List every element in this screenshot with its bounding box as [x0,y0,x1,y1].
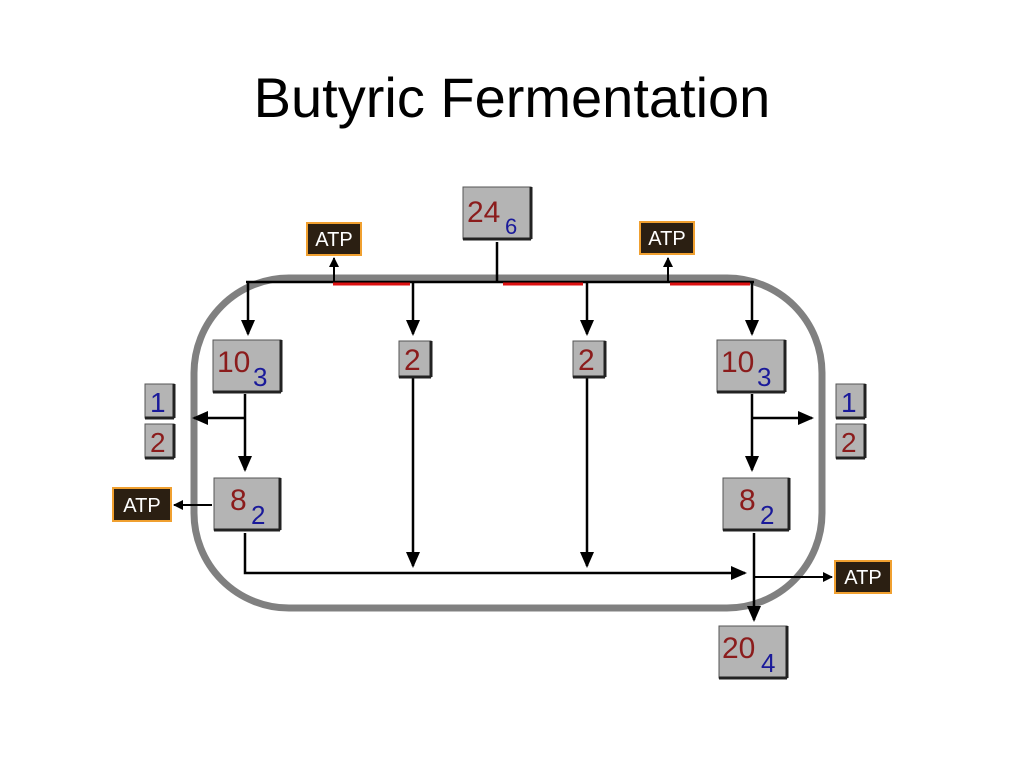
atp-top-right: ATP [639,221,695,255]
node-mid-right: 2 [572,340,607,379]
mid-left-main: 2 [404,344,421,377]
atp-right: ATP [834,560,892,594]
node-left-mid: 8 2 [213,477,282,532]
right-top-sub: 3 [757,362,771,392]
mid-right-main: 2 [578,344,595,377]
source-sub: 6 [505,214,517,239]
node-left-top: 10 3 [212,339,283,394]
atp-left: ATP [112,487,172,522]
node-product: 20 4 [718,625,789,680]
page-title: Butyric Fermentation [253,66,771,129]
node-left-side-1: 1 [144,383,176,420]
source-main: 24 [467,196,500,229]
right-mid-main: 8 [739,484,756,517]
right-side-1-main: 1 [841,387,857,418]
product-sub: 4 [761,648,775,678]
atp-right-label: ATP [844,567,881,589]
left-side-2-main: 2 [150,427,166,458]
right-mid-sub: 2 [760,500,774,530]
right-side-2-main: 2 [841,427,857,458]
node-right-side-1: 1 [835,383,867,420]
atp-top-left-label: ATP [315,229,352,251]
atp-top-right-label: ATP [648,228,685,250]
node-right-mid: 8 2 [722,477,791,532]
left-mid-main: 8 [230,484,247,517]
left-side-1-main: 1 [150,387,166,418]
node-right-top: 10 3 [716,339,787,394]
node-mid-left: 2 [398,340,433,379]
cell-outline [190,274,826,612]
node-source: 24 6 [462,186,533,241]
node-left-side-2: 2 [144,423,176,460]
left-top-sub: 3 [253,362,267,392]
left-top-main: 10 [217,346,250,379]
product-main: 20 [722,632,755,665]
left-mid-sub: 2 [251,500,265,530]
atp-top-left: ATP [306,222,362,256]
node-right-side-2: 2 [835,423,867,460]
atp-left-label: ATP [123,495,160,517]
right-top-main: 10 [721,346,754,379]
left-bottom-path [243,533,747,580]
